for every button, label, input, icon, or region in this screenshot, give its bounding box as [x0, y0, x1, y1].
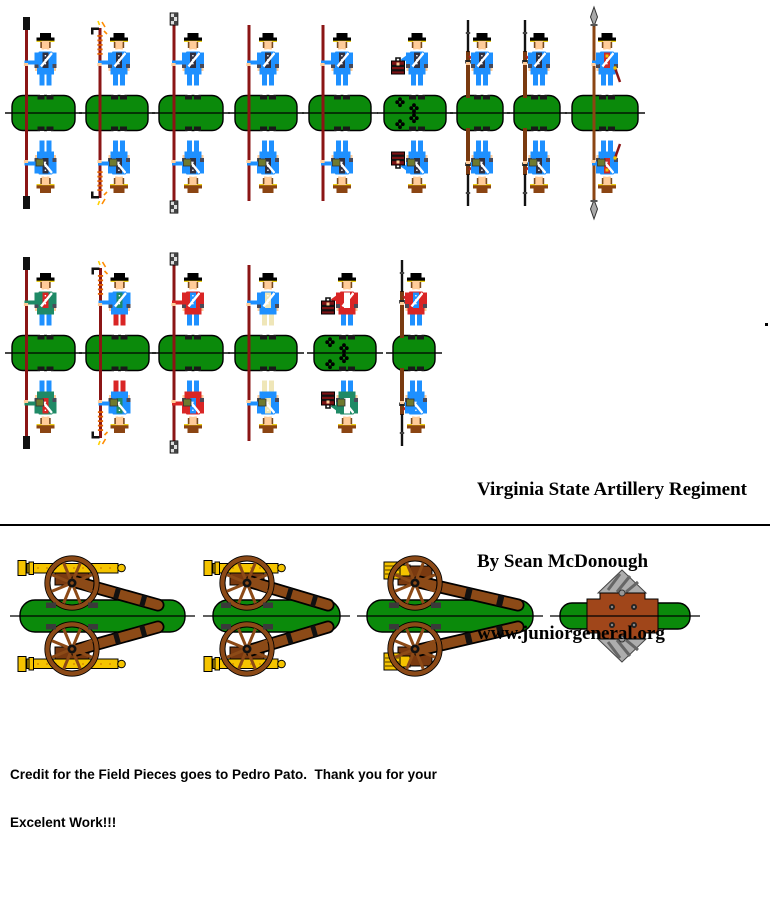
soldier-figure-mirrored [169, 353, 204, 454]
ammunition-carrier [377, 33, 453, 193]
gunner-with-linstock [79, 260, 156, 446]
field-gun-light [10, 555, 195, 677]
soldier-figure [23, 257, 57, 353]
stray-dot [765, 323, 768, 326]
soldier-figure-mirrored [399, 366, 427, 446]
piece-top [17, 555, 165, 612]
soldier-figure [391, 33, 428, 100]
soldier-figure [321, 273, 358, 340]
piece-top [203, 555, 335, 612]
sheet-author: By Sean McDonough [477, 551, 649, 572]
howitzer [357, 555, 543, 677]
state-artillery-blue-uniform-row [5, 5, 645, 221]
soldier-figure [589, 5, 622, 113]
section-divider [0, 524, 770, 526]
sheet-website: www.juniorgeneral.org [477, 623, 665, 644]
field-pieces-row [10, 555, 700, 677]
soldier-figure [23, 17, 57, 113]
soldier-figure-mirrored [23, 113, 57, 209]
soldier-figure [169, 252, 204, 353]
sheet-title: Virginia State Artillery Regiment [477, 479, 747, 500]
soldier-figure-mirrored [23, 353, 57, 449]
soldier-figure [246, 265, 279, 353]
soldier-figure-mirrored [321, 366, 358, 433]
soldier-figure [522, 20, 550, 100]
piece-top [383, 555, 525, 612]
militia-mixed-uniform-row [5, 252, 442, 454]
gunner-with-rammer [5, 257, 82, 449]
soldier-figure [320, 25, 353, 113]
soldier-figure [399, 260, 427, 340]
gunner-with-pole [302, 25, 378, 201]
piece-top [586, 569, 659, 617]
credit-line: Credit for the Field Pieces goes to Pedr… [10, 767, 437, 782]
soldier-figure [246, 25, 279, 113]
soldier-figure-mirrored [91, 353, 131, 446]
gunner-with-handspike [228, 25, 304, 201]
title-block: Virginia State Artillery Regiment By Sea… [477, 430, 747, 694]
gunner-with-linstock [79, 20, 155, 206]
piece-bottom-mirrored [383, 620, 525, 677]
credit-line: Excelent Work!!! [10, 815, 117, 830]
gunner-with-sponge [152, 12, 230, 214]
field-gun-long [203, 555, 350, 677]
piece-bottom-mirrored [203, 620, 335, 677]
officer-with-spontoon [565, 5, 645, 221]
soldier-figure-mirrored [465, 126, 493, 206]
soldier-figure [91, 20, 130, 113]
soldier-figure [169, 12, 204, 113]
piece-bottom-mirrored [17, 620, 165, 677]
artilleryman-with-musket [386, 260, 442, 446]
soldier-figure-mirrored [391, 126, 428, 193]
gunner-with-rammer [5, 17, 82, 209]
artilleryman-with-musket [507, 20, 567, 206]
limber-top-view [550, 569, 700, 663]
piece-bottom-mirrored [586, 615, 659, 663]
ammunition-carrier [307, 273, 383, 433]
soldier-figure [91, 260, 131, 353]
credit-block: Credit for the Field Pieces goes to Pedr… [10, 735, 437, 863]
soldier-figure-mirrored [91, 113, 130, 206]
soldier-figure [465, 20, 493, 100]
soldier-figure-mirrored [246, 113, 279, 201]
soldier-figure-mirrored [246, 353, 279, 441]
soldier-figure-mirrored [320, 113, 353, 201]
artilleryman-with-musket [450, 20, 510, 206]
gunner-with-sponge [152, 252, 230, 454]
soldier-figure-mirrored [522, 126, 550, 206]
soldier-figure-mirrored [169, 113, 204, 214]
soldier-figure-mirrored [589, 113, 622, 221]
gunner-with-handspike [228, 265, 304, 441]
